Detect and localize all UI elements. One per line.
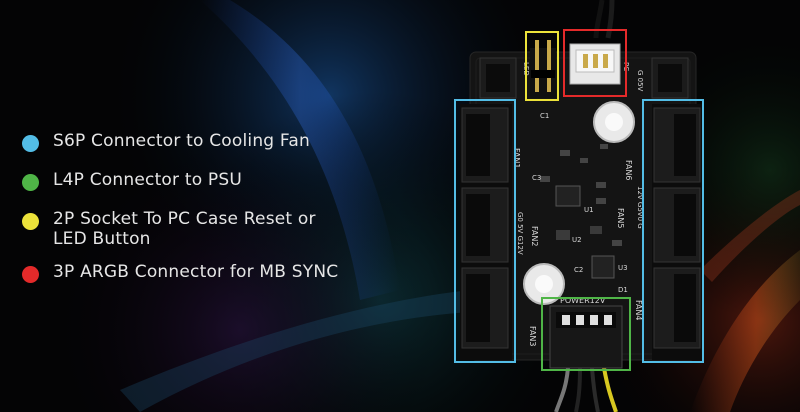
- legend-item-3p-argb: 3P ARGB Connector for MB SYNC: [22, 262, 338, 283]
- red-highlight: [563, 29, 627, 97]
- legend-label: 2P Socket To PC Case Reset or LED Button: [53, 209, 316, 249]
- legend-label: 3P ARGB Connector for MB SYNC: [53, 262, 339, 282]
- bottom-cable: [574, 367, 582, 412]
- silk-u2: U2: [572, 236, 582, 244]
- silk-fan4: FAN4: [634, 300, 643, 320]
- green-highlight: [541, 297, 631, 371]
- silk-fan6-pins: 12V G5V0 G: [636, 186, 644, 229]
- legend-item-l4p: L4P Connector to PSU: [22, 170, 242, 191]
- bottom-cable: [554, 367, 570, 412]
- cyan-dot-icon: [22, 135, 39, 152]
- cyan-highlight-left: [454, 99, 516, 363]
- left-fan-connectors: [460, 104, 512, 360]
- silk-fan6: FAN6: [624, 160, 633, 180]
- silk-u1: U1: [584, 206, 594, 214]
- legend-label: S6P Connector to Cooling Fan: [53, 131, 310, 151]
- two-pin-header: [530, 40, 556, 98]
- silk-power: POWER12V: [560, 296, 606, 305]
- silk-c3: C3: [532, 174, 541, 182]
- legend: S6P Connector to Cooling Fan L4P Connect…: [14, 0, 434, 412]
- silk-fan2: FAN2: [530, 226, 539, 246]
- silk-fan2-pins: G0 5V G12V: [516, 212, 524, 255]
- legend-item-s6p: S6P Connector to Cooling Fan: [22, 131, 310, 152]
- chip-u1: [555, 185, 581, 207]
- legend-item-2p-socket: 2P Socket To PC Case Reset or LED Button: [22, 209, 316, 249]
- silk-fan1: FAN1: [512, 148, 521, 168]
- silk-c1: C1: [540, 112, 549, 120]
- silk-d1: D1: [618, 286, 628, 294]
- cyan-highlight-right: [642, 99, 704, 363]
- green-dot-icon: [22, 174, 39, 191]
- silk-top-pins: G 05V: [636, 70, 644, 92]
- yellow-dot-icon: [22, 213, 39, 230]
- bottom-cable: [590, 367, 600, 412]
- right-fan-connectors: [652, 104, 702, 360]
- top-cable: [593, 0, 605, 39]
- chip-u3: [591, 255, 615, 279]
- silk-u3: U3: [618, 264, 628, 272]
- top-cable: [605, 0, 615, 39]
- red-dot-icon: [22, 266, 39, 283]
- bottom-cable: [602, 367, 618, 412]
- argb-connector: [569, 43, 621, 85]
- silk-c2: C2: [574, 266, 583, 274]
- power-connector: [549, 305, 623, 369]
- yellow-highlight: [525, 31, 559, 101]
- silk-fan3: FAN3: [528, 326, 537, 346]
- silk-fan5: FAN5: [616, 208, 625, 228]
- legend-label: L4P Connector to PSU: [53, 170, 242, 190]
